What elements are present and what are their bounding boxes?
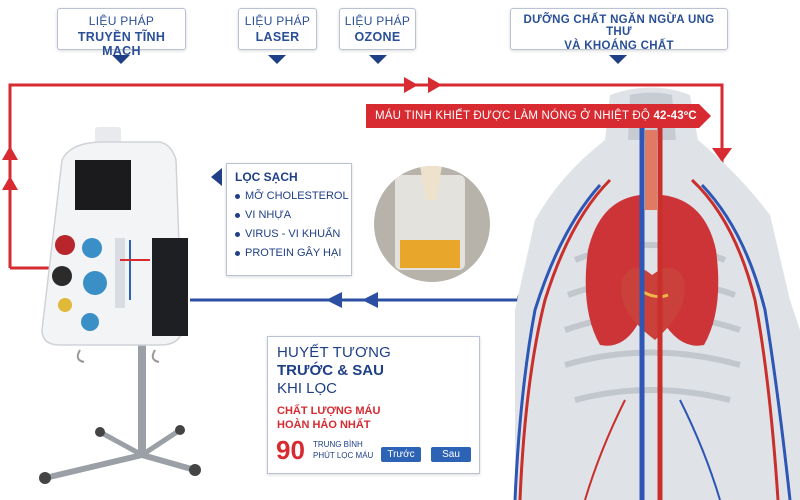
filter-item: VIRUS - VI KHUẨN	[235, 228, 343, 240]
therapy-ozone-box: LIỆU PHÁP OZONE	[339, 8, 416, 50]
therapy-name: OZONE	[354, 30, 401, 44]
arrow-down-icon	[712, 148, 732, 162]
therapy-name: TRUYỀN TĨNH MẠCH	[77, 30, 166, 58]
pointer-down-icon	[609, 55, 627, 64]
filter-item: MỠ CHOLESTEROL	[235, 190, 349, 202]
therapy-name: LASER	[255, 30, 300, 44]
banner-text: MÁU TINH KHIẾT ĐƯỢC LÀM NÓNG Ở NHIỆT ĐỘ	[375, 110, 654, 122]
arrow-right-icon	[428, 77, 442, 93]
bullet-icon	[235, 193, 240, 199]
therapy-iv-box: LIỆU PHÁP TRUYỀN TĨNH MẠCH	[57, 8, 186, 58]
filter-item: VI NHỰA	[235, 209, 343, 221]
nutrients-line1: DƯỠNG CHẤT NGĂN NGỪA UNG THƯ	[523, 14, 715, 38]
minutes-label-1: TRUNG BÌNH	[313, 440, 363, 449]
bullet-icon	[235, 212, 240, 218]
filter-item: PROTEIN GÂY HẠI	[235, 247, 343, 259]
plasma-comparison-card: HUYẾT TƯƠNG TRƯỚC & SAU KHI LỌC CHẤT LƯỢ…	[267, 336, 480, 474]
filter-item-label: VIRUS - VI KHUẨN	[245, 228, 341, 240]
banner-temperature: 42-43ºC	[653, 110, 697, 122]
after-tag: Sau	[431, 447, 471, 462]
therapy-label: LIỆU PHÁP	[344, 14, 411, 28]
arrow-right-icon	[404, 77, 418, 93]
minutes-label-2: PHÚT LỌC MÁU	[313, 451, 374, 460]
therapy-label: LIỆU PHÁP	[88, 14, 155, 28]
quality-line-1: CHẤT LƯỢNG MÁU	[277, 405, 381, 417]
bullet-icon	[235, 231, 240, 237]
nutrients-line2: VÀ KHOÁNG CHẤT	[564, 40, 674, 52]
arrow-up-icon	[2, 176, 18, 190]
therapy-laser-box: LIỆU PHÁP LASER	[238, 8, 317, 50]
pointer-left-icon	[211, 168, 222, 186]
arrow-left-icon	[326, 292, 342, 308]
pointer-down-icon	[268, 55, 286, 64]
filter-item-label: MỠ CHOLESTEROL	[245, 190, 349, 202]
filter-panel: LỌC SẠCH MỠ CHOLESTEROL VI NHỰA VIRUS - …	[226, 163, 352, 276]
plasma-heading-3: KHI LỌC	[277, 380, 338, 397]
filter-item-label: VI NHỰA	[245, 209, 292, 221]
arrow-left-icon	[362, 292, 378, 308]
bullet-icon	[235, 250, 240, 256]
plasma-bag-photo	[374, 166, 490, 282]
quality-line-2: HOÀN HẢO NHẤT	[277, 419, 371, 431]
filter-title: LỌC SẠCH	[235, 170, 298, 184]
filtration-machine	[39, 127, 201, 484]
pointer-down-icon	[112, 55, 130, 64]
heating-banner: MÁU TINH KHIẾT ĐƯỢC LÀM NÓNG Ở NHIỆT ĐỘ …	[366, 104, 699, 128]
arrow-up-icon	[2, 146, 18, 160]
filter-item-label: PROTEIN GÂY HẠI	[245, 247, 342, 259]
plasma-heading-1: HUYẾT TƯƠNG	[277, 344, 391, 361]
banner-arrow-icon	[699, 104, 711, 128]
before-tag: Trước	[381, 447, 421, 462]
human-anatomy	[513, 87, 800, 500]
pointer-down-icon	[369, 55, 387, 64]
plasma-heading-2: TRƯỚC & SAU	[277, 362, 384, 379]
therapy-label: LIỆU PHÁP	[244, 14, 311, 28]
minutes-number: 90	[276, 435, 305, 465]
nutrients-box: DƯỠNG CHẤT NGĂN NGỪA UNG THƯ VÀ KHOÁNG C…	[510, 8, 728, 52]
